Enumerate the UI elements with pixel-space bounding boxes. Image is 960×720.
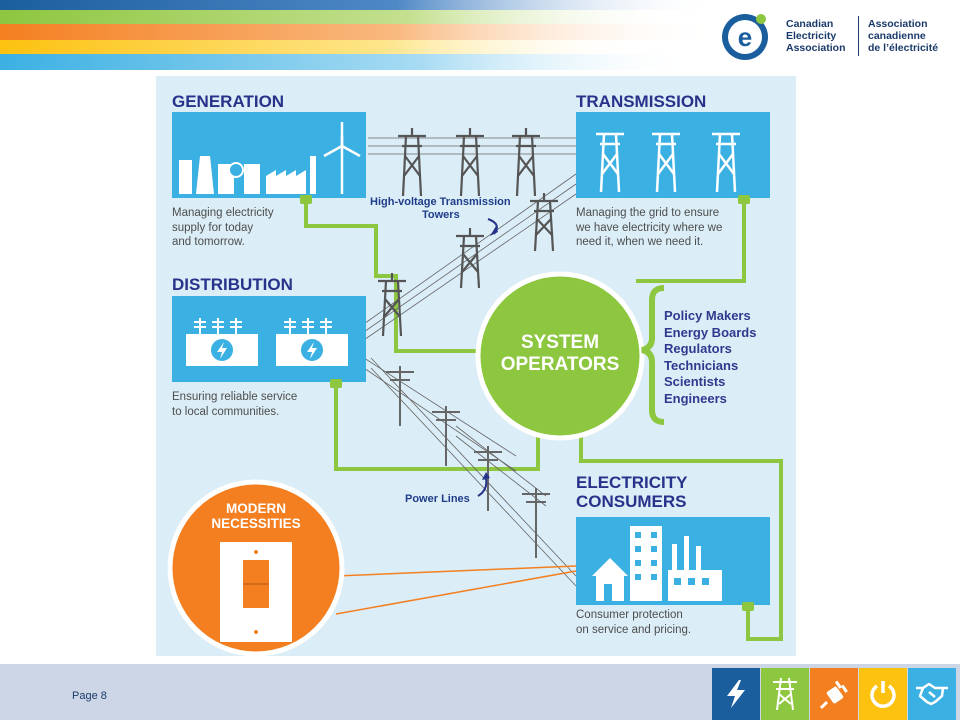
logo-divider [858, 16, 859, 56]
plug-icon [810, 668, 858, 720]
stakeholder-item: Regulators [664, 341, 732, 356]
towers-label: High-voltage Transmission Towers [370, 196, 511, 221]
infographic-graphics [167, 112, 783, 656]
lightning-icon [712, 668, 760, 720]
power-lines-label: Power Lines [405, 493, 470, 505]
system-operators-circle [475, 271, 645, 441]
stakeholder-item: Policy Makers [664, 308, 751, 323]
consumers-desc: Consumer protection on service and prici… [576, 609, 692, 636]
org-name-french: Association canadienne de l’électricité [868, 18, 939, 54]
generation-title: GENERATION [172, 92, 285, 111]
grid-infographic: GENERATION Managing electricity supply f… [156, 76, 796, 656]
transmission-box-towers [596, 132, 740, 193]
stakeholder-list: Policy Makers Energy Boards Regulators T… [664, 308, 756, 407]
orange-connectors [335, 565, 577, 615]
cea-logo-icon: e [722, 14, 768, 60]
stakeholders-brace [641, 285, 665, 425]
power-pole-icons [386, 366, 550, 558]
plug-icons [300, 195, 754, 611]
transmission-desc: Managing the grid to ensure we have elec… [576, 207, 723, 248]
generation-desc: Managing electricity supply for today an… [172, 207, 274, 248]
stakeholder-item: Scientists [664, 374, 726, 389]
distribution-desc: Ensuring reliable service to local commu… [172, 391, 298, 418]
modern-necessities-title: MODERN NECESSITIES [211, 501, 301, 531]
green-connectors [304, 201, 783, 641]
distribution-icons [186, 318, 348, 366]
org-name-english: Canadian Electricity Association [786, 18, 846, 54]
system-operators-title: SYSTEM OPERATORS [500, 332, 620, 375]
transmission-title: TRANSMISSION [576, 92, 707, 111]
power-lines-arrow-icon [477, 477, 488, 497]
stakeholder-item: Energy Boards [664, 324, 757, 340]
stakeholder-item: Technicians [664, 357, 739, 373]
header-stripes [0, 0, 720, 70]
page-number: Page 8 [72, 690, 107, 702]
svg-text:e: e [738, 22, 752, 52]
pylon-icon [761, 668, 809, 720]
stakeholder-item: Engineers [664, 390, 727, 406]
handshake-icon [908, 668, 956, 720]
distribution-title: DISTRIBUTION [172, 275, 293, 294]
consumers-icons [592, 526, 722, 601]
generation-icons [179, 122, 361, 194]
tower-icons [378, 128, 558, 337]
power-icon [859, 668, 907, 720]
consumers-title: ELECTRICITY CONSUMERS [576, 473, 688, 511]
